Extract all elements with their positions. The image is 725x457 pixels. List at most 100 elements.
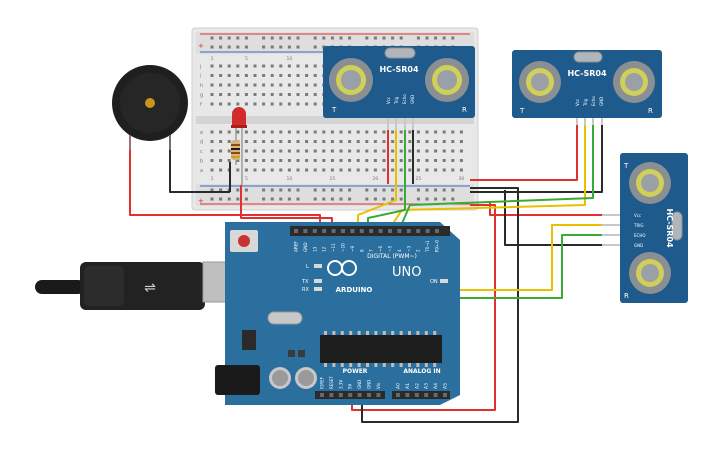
row-label: c (200, 149, 203, 155)
microcontroller-chip (320, 335, 442, 363)
header-pin (338, 393, 343, 397)
wire-black-sensor2 (470, 125, 603, 193)
header-pin (350, 229, 355, 233)
svg-text:T: T (623, 162, 629, 170)
row-label: a (200, 168, 203, 174)
row-label: g (200, 93, 203, 99)
header-pin (357, 393, 362, 397)
pin-label: 4 (397, 249, 402, 252)
pin-label: ~11 (331, 243, 336, 252)
svg-text:+: + (198, 42, 204, 50)
svg-text:R: R (648, 107, 653, 115)
pin-label: 7 (369, 249, 374, 252)
pin-label: RESET (329, 376, 334, 389)
header-pin (443, 393, 447, 397)
header-pin (435, 229, 439, 233)
header-pin (376, 393, 381, 397)
pin-label: ~9 (350, 245, 355, 252)
arduino-logo-icon (327, 260, 357, 276)
column-label: 10 (287, 56, 293, 62)
header-pin (294, 229, 298, 233)
ultrasonic-sensor-2[interactable]: HC-SR04 T R Vcc Trig Echo GND (512, 50, 662, 125)
pin-label: 8 (359, 249, 364, 252)
wire-green-s2 (399, 125, 594, 229)
pin-label: ~5 (388, 245, 393, 252)
row-label: e (200, 130, 203, 136)
power-analog-pin-header[interactable] (320, 393, 447, 397)
pin-label: A3 (424, 383, 430, 389)
header-pin (331, 229, 336, 233)
svg-text:GND: GND (634, 243, 643, 248)
pin-label: A4 (433, 383, 439, 389)
header-pin (348, 393, 353, 397)
svg-text:TX: TX (301, 279, 309, 285)
usb-cable[interactable]: ⇌ (35, 261, 244, 310)
column-label: 15 (330, 176, 336, 182)
piezo-buzzer[interactable] (112, 65, 188, 150)
column-label: 20 (373, 176, 379, 182)
svg-text:Echo: Echo (402, 94, 407, 104)
digital-pin-header[interactable] (294, 229, 439, 233)
wire-yellow-s1 (357, 130, 397, 228)
row-label: b (200, 159, 203, 165)
pin-label: 3.3V (338, 380, 343, 389)
svg-text:+: + (198, 197, 204, 205)
wire-black-sensor3 (504, 190, 602, 246)
header-pin (303, 229, 308, 233)
ultrasonic-sensor-3[interactable]: HC-SR04 T R Vcc TRIG ECHO GND (602, 153, 688, 303)
header-pin (369, 229, 374, 233)
header-pin (359, 229, 364, 233)
svg-text:R: R (462, 106, 467, 114)
svg-text:T: T (519, 107, 525, 115)
pin-label: AREF (294, 241, 299, 252)
header-pin (405, 393, 410, 397)
usb-icon: ⇌ (144, 280, 156, 296)
pin-label: ~10 (341, 243, 346, 252)
header-pin (378, 229, 383, 233)
ultrasonic-sensor-1[interactable]: HC-SR04 T R Vcc Trig Echo GND (323, 46, 475, 130)
column-label: 30 (459, 176, 465, 182)
header-pin (406, 229, 411, 233)
resistor[interactable] (231, 140, 240, 160)
header-pin (320, 393, 324, 397)
header-pin (425, 229, 430, 233)
header-pin (416, 229, 421, 233)
svg-text:GND: GND (599, 97, 604, 106)
header-pin (424, 393, 429, 397)
power-jack[interactable] (215, 365, 260, 395)
sensor3-model: HC-SR04 (665, 208, 674, 248)
column-label: 25 (416, 176, 422, 182)
svg-text:Vcc: Vcc (386, 97, 391, 104)
power-label: POWER (343, 368, 368, 375)
svg-text:Echo: Echo (591, 96, 596, 106)
header-pin (396, 393, 400, 397)
analog-label: ANALOG IN (403, 368, 440, 375)
wire-black-buzzer (169, 135, 230, 193)
pin-label: A5 (443, 383, 449, 389)
pin-label: GND (357, 380, 362, 389)
pin-label: ~3 (406, 245, 411, 252)
pin-label: TX→1 (425, 240, 430, 253)
pin-label: 2 (416, 249, 421, 252)
svg-text:RX: RX (302, 287, 309, 293)
svg-text:ECHO: ECHO (634, 233, 645, 238)
wire-yellow-s2 (389, 125, 586, 229)
pin-label: ~6 (378, 245, 383, 252)
pin-label: A2 (414, 383, 420, 389)
wire-black-gnd (361, 187, 519, 423)
header-pin (433, 393, 438, 397)
wire-red-buzzer (129, 135, 321, 228)
pin-label: GND (367, 380, 372, 389)
header-pin (312, 229, 317, 233)
row-label: d (200, 140, 203, 146)
pin-label: 12 (322, 246, 327, 252)
svg-text:Trig: Trig (583, 98, 588, 107)
svg-text:Trig: Trig (394, 96, 399, 105)
svg-text:GND: GND (410, 95, 415, 104)
pin-label: GND (303, 242, 308, 252)
row-label: h (200, 83, 203, 89)
